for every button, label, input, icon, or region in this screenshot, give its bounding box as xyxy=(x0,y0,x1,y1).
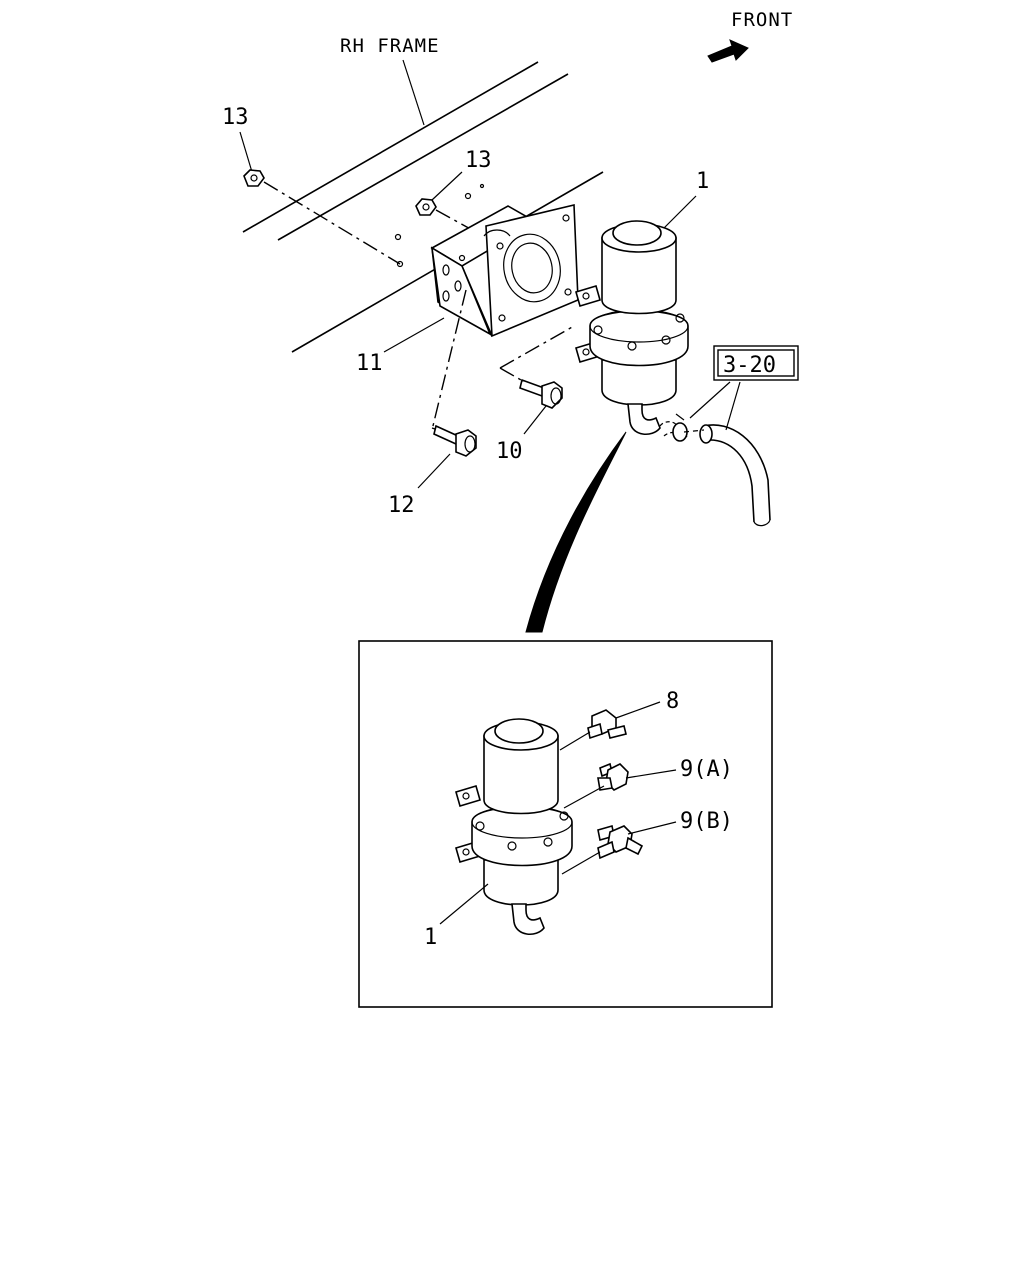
callout-1-top: 1 xyxy=(696,169,709,194)
axis-10-b xyxy=(499,367,529,385)
axis-10-a xyxy=(499,325,575,369)
callout-1-detail: 1 xyxy=(424,925,437,950)
leader-9a-part xyxy=(563,785,605,809)
callout-8: 8 xyxy=(666,689,679,714)
filter-assembly-1-detail xyxy=(455,718,573,935)
leader-8 xyxy=(615,701,661,719)
leader-11 xyxy=(383,317,445,353)
leader-13-upper xyxy=(431,171,463,201)
detail-pointer xyxy=(525,431,627,633)
leader-13-left xyxy=(239,131,253,173)
leader-1-detail xyxy=(439,883,489,925)
callout-9b: 9(B) xyxy=(680,809,733,834)
leader-8-part xyxy=(559,731,591,751)
callout-12: 12 xyxy=(388,493,415,518)
fitting-8 xyxy=(587,709,627,740)
callout-10: 10 xyxy=(496,439,523,464)
leader-9b xyxy=(627,821,677,835)
bolt-10 xyxy=(519,378,563,409)
leader-ref-a xyxy=(689,381,731,419)
callout-13-upper: 13 xyxy=(465,148,492,173)
leader-9b-part xyxy=(561,851,601,875)
bolt-12 xyxy=(433,424,477,457)
ref-box-label: 3-20 xyxy=(723,353,776,378)
axis-13-left xyxy=(263,181,401,265)
front-arrow-icon xyxy=(707,39,749,63)
leader-12 xyxy=(417,453,451,489)
hose-ref-3-20 xyxy=(659,413,771,527)
nut-13-left xyxy=(243,169,265,187)
front-label: FRONT xyxy=(731,9,793,31)
callout-9a: 9(A) xyxy=(680,757,733,782)
callout-13-left: 13 xyxy=(222,105,249,130)
callout-11: 11 xyxy=(356,351,383,376)
nut-13-upper xyxy=(415,198,437,216)
bracket-11 xyxy=(430,203,579,338)
ref-box-3-20: 3-20 xyxy=(713,345,799,381)
rh-frame-label: RH FRAME xyxy=(340,35,440,57)
leader-ref-b xyxy=(725,381,741,431)
filter-assembly-1-top xyxy=(575,220,689,435)
leader-10 xyxy=(523,405,547,435)
fitting-9b xyxy=(597,824,644,860)
leader-9a xyxy=(625,769,677,779)
axis-12-a xyxy=(431,289,467,431)
